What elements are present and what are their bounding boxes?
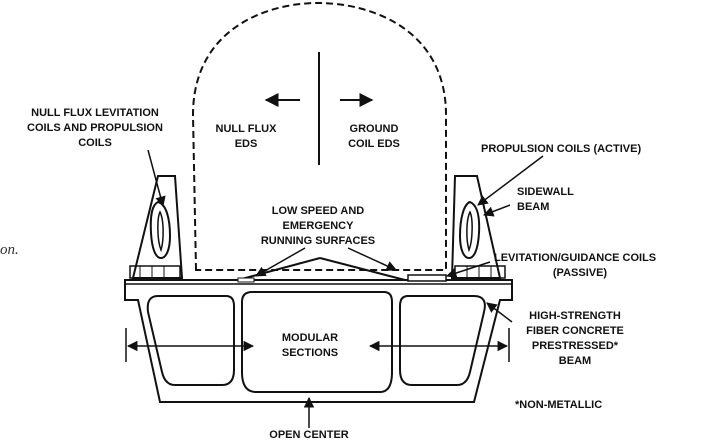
- beam-label-line4: BEAM: [559, 355, 591, 367]
- modular-sections-label-line2: SECTIONS: [282, 347, 338, 359]
- non-metallic-footnote: *NON-METALLIC: [515, 399, 602, 411]
- levitation-coils-label-line1: LEVITATION/GUIDANCE COILS: [494, 252, 656, 264]
- left-running-surface: [237, 257, 321, 281]
- sidewall-beam-label-line2: BEAM: [517, 201, 549, 213]
- margin-text-fragment: on.: [0, 242, 19, 258]
- null-flux-eds-label-line2: EDS: [235, 138, 258, 150]
- levitation-coil-plate: [407, 274, 447, 282]
- right-running-surface: [319, 257, 406, 281]
- left-cell: [146, 295, 235, 386]
- sidewall-beam-label-line1: SIDEWALL: [517, 186, 574, 198]
- modular-sections-label-line1: MODULAR: [282, 332, 338, 344]
- open-center-label: OPEN CENTER: [269, 429, 349, 440]
- center-cell: [241, 291, 393, 393]
- null-flux-eds-label-line1: NULL FLUX: [216, 123, 278, 135]
- beam-label-line2: FIBER CONCRETE: [526, 325, 624, 337]
- ground-coil-eds-label-line2: COIL EDS: [348, 138, 400, 150]
- levitation-coils-label-line2: (PASSIVE): [553, 267, 608, 279]
- running-surfaces-label-line3: RUNNING SURFACES: [261, 235, 375, 247]
- right-propulsion-coil: [458, 200, 481, 260]
- propulsion-coils-label: PROPULSION COILS (ACTIVE): [481, 143, 641, 155]
- right-cell: [399, 295, 486, 386]
- running-surfaces-label-line1: LOW SPEED AND: [272, 205, 365, 217]
- null-flux-coils-label-line2: COILS AND PROPULSION: [27, 122, 163, 134]
- beam-label-line3: PRESTRESSED*: [532, 340, 619, 352]
- null-flux-coils-label-line1: NULL FLUX LEVITATION: [31, 107, 159, 119]
- null-flux-coils-label-line3: COILS: [78, 137, 112, 149]
- beam-label-line1: HIGH-STRENGTH: [529, 310, 621, 322]
- vehicle-outline: [191, 1, 447, 271]
- left-propulsion-coil: [149, 200, 172, 260]
- ground-coil-eds-label-line1: GROUND: [350, 123, 399, 135]
- running-surfaces-label-line2: EMERGENCY: [283, 220, 355, 232]
